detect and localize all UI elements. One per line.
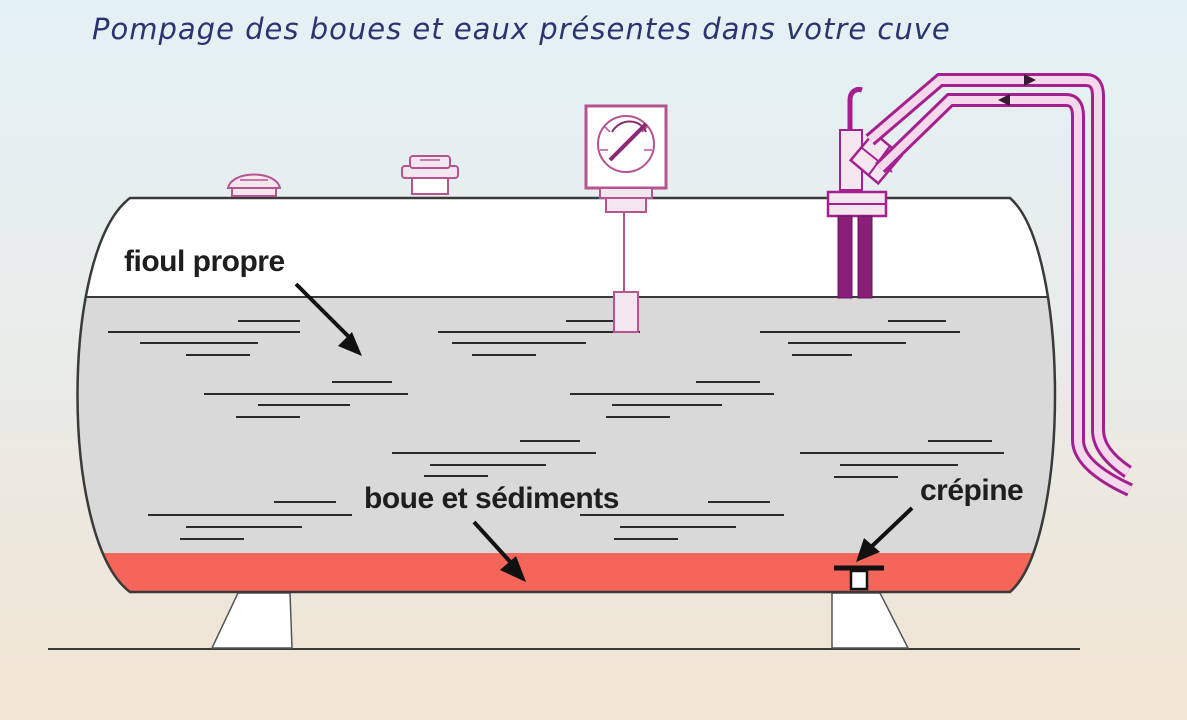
- tank-foot-right: [831, 592, 910, 649]
- pump-assembly: [826, 87, 904, 299]
- gauge-needle-icon: [608, 122, 648, 162]
- arrow-boue-icon: [472, 520, 526, 582]
- vent-dome: [226, 173, 282, 197]
- page-title: Pompage des boues et eaux présentes dans…: [92, 12, 951, 46]
- label-boue-sediments: boue et sédiments: [364, 482, 619, 515]
- flow-out-arrow-icon: [1024, 74, 1036, 86]
- flow-in-arrow-icon: [998, 94, 1010, 106]
- external-pipes: [865, 73, 1133, 497]
- flow-arrow-icons: [998, 74, 1036, 106]
- fill-cap: [401, 155, 459, 195]
- tank-outline: [76, 196, 1057, 594]
- strainer: [834, 565, 884, 591]
- gauge-float: [613, 291, 639, 333]
- liquid-hatching: [108, 320, 1004, 540]
- arrow-crepine-icon: [856, 506, 914, 562]
- strainer-icon: [849, 569, 869, 591]
- label-crepine: crépine: [920, 474, 1024, 507]
- level-gauge: [584, 104, 668, 333]
- tank-foot-left: [210, 592, 293, 649]
- arrow-fioul-icon: [294, 282, 362, 356]
- label-fioul-propre: fioul propre: [124, 245, 285, 278]
- fuel-layer: [77, 297, 1055, 557]
- sludge-layer: [77, 553, 1055, 592]
